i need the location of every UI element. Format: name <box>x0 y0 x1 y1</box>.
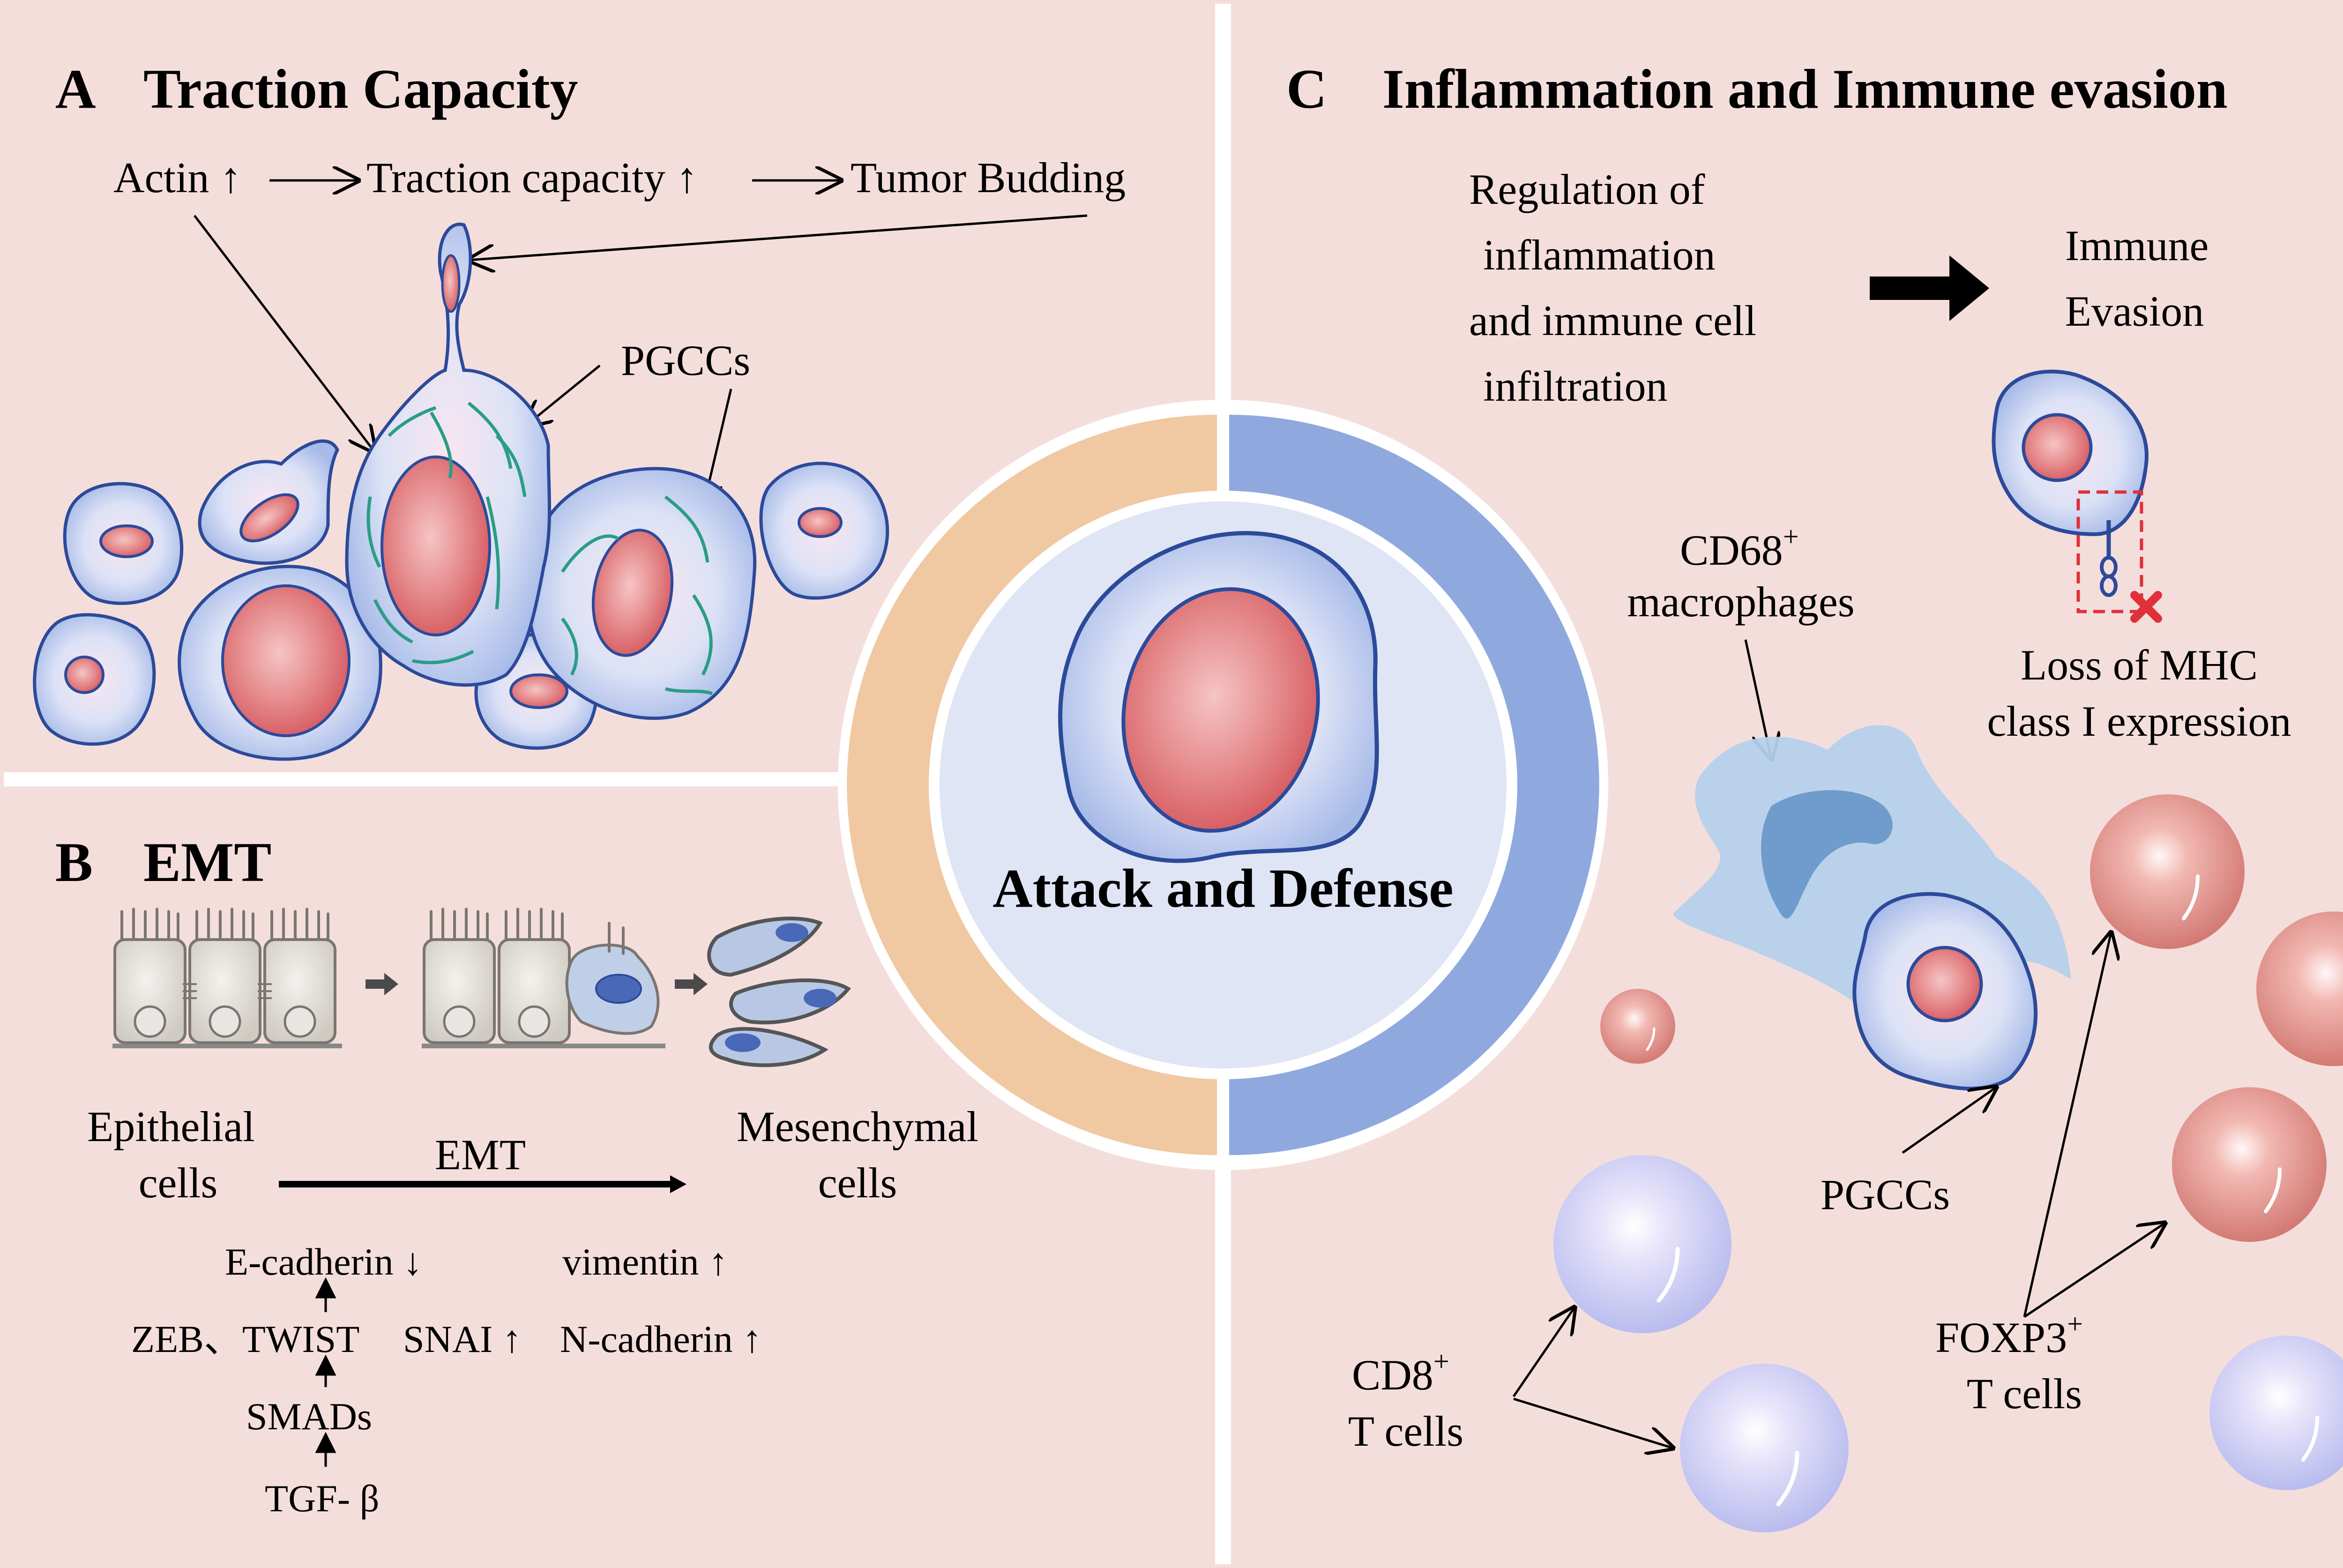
cd8-tcell <box>1680 1364 1849 1532</box>
cd8-arrow-down <box>1513 1397 1673 1448</box>
actin-arrow <box>194 215 375 452</box>
panel-c-title: Inflammation and Immune evasion <box>1382 58 2228 120</box>
flow-budding: Tumor Budding <box>851 154 1126 202</box>
mhc-receptor-icon <box>2100 520 2118 597</box>
center-ring: Attack and Defense <box>838 400 1608 1170</box>
foxp3-arrow-2 <box>2023 1223 2165 1318</box>
pgccs-arrow-c <box>1902 1087 1996 1154</box>
foxp3-tcells-label: T cells <box>1967 1370 2082 1418</box>
mesenchymal-label-1: Mesenchymal <box>737 1103 978 1150</box>
pgccs-label-c: PGCCs <box>1821 1171 1950 1218</box>
pgccs-label-a: PGCCs <box>621 336 750 384</box>
cd8-tcell <box>1553 1155 1731 1333</box>
cd68-label: CD68+ <box>1680 521 1799 574</box>
treg-cell <box>2172 1087 2327 1242</box>
epithelial-label-2: cells <box>139 1159 218 1207</box>
tgf-beta-label: TGF- β <box>265 1477 379 1520</box>
transition-cell-icon <box>422 908 665 1048</box>
regulation-line-2: inflammation <box>1483 231 1716 279</box>
actin-filament <box>366 402 527 665</box>
epithelial-label-1: Epithelial <box>87 1103 255 1150</box>
pgcc-cell <box>527 467 757 720</box>
panel-c: C Inflammation and Immune evasion Regula… <box>1286 58 2343 1532</box>
zeb-twist-label: ZEB、TWIST <box>131 1318 359 1360</box>
cd8-arrow-up <box>1512 1307 1574 1397</box>
immune-evasion-line-1: Immune <box>2065 222 2209 269</box>
panel-c-letter: C <box>1286 58 1327 120</box>
flow-actin: Actin ↑ <box>113 154 241 202</box>
budding-arrow <box>469 214 1088 260</box>
immune-evasion-line-2: Evasion <box>2065 287 2204 335</box>
panel-b: B EMT <box>55 831 978 1520</box>
tumor-cell <box>198 439 339 565</box>
flow-traction: Traction capacity ↑ <box>366 154 698 202</box>
center-nucleus <box>1121 587 1320 833</box>
tumor-cell <box>33 613 156 746</box>
ecadherin-label: E-cadherin ↓ <box>225 1240 422 1283</box>
panel-a: A Traction Capacity Actin ↑ Traction cap… <box>33 58 1126 761</box>
vimentin-label: vimentin ↑ <box>562 1240 728 1283</box>
red-x-icon <box>2130 591 2162 623</box>
center-title: Attack and Defense <box>992 858 1453 919</box>
treg-cell <box>2256 911 2343 1066</box>
panel-b-letter: B <box>55 831 93 893</box>
regulation-line-1: Regulation of <box>1469 165 1705 213</box>
mesenchymal-cell-icon <box>707 917 851 1068</box>
tumor-cell <box>759 462 889 600</box>
loss-mhc-line-1: Loss of MHC <box>2021 641 2258 689</box>
loss-mhc-line-2: class I expression <box>1987 697 2291 745</box>
actin-filament <box>561 495 713 695</box>
treg-cell-small <box>1600 989 1675 1064</box>
foxp3-arrow-1 <box>2023 933 2111 1317</box>
mhc-loss-cell <box>1992 369 2162 623</box>
epithelial-cell-icon <box>112 908 342 1048</box>
tumor-cell <box>63 482 184 605</box>
ncadherin-label: N-cadherin ↑ <box>560 1318 761 1360</box>
tumor-cell <box>178 565 382 761</box>
treg-cell <box>2090 794 2245 949</box>
epi-to-transition-arrow <box>366 973 398 995</box>
macrophages-label: macrophages <box>1627 578 1854 626</box>
emt-arrow-label: EMT <box>435 1131 526 1179</box>
pgcc-cell-budding <box>345 223 551 687</box>
cd8-tcells-label: T cells <box>1348 1407 1463 1455</box>
panel-b-title: EMT <box>143 831 271 893</box>
cd8-tcell <box>2209 1336 2343 1490</box>
mesenchymal-label-2: cells <box>818 1159 897 1207</box>
macrophage-cell <box>1673 725 2071 1091</box>
smads-label: SMADs <box>246 1395 372 1438</box>
snai-label: SNAI ↑ <box>403 1318 522 1360</box>
panel-a-title: Traction Capacity <box>143 58 578 120</box>
regulation-line-4: infiltration <box>1483 362 1667 410</box>
evasion-arrow <box>1870 255 1989 321</box>
cd8-label: CD8+ <box>1352 1346 1449 1399</box>
foxp3-label: FOXP3+ <box>1935 1308 2083 1361</box>
panel-a-letter: A <box>55 58 96 120</box>
regulation-line-3: and immune cell <box>1469 297 1756 344</box>
transition-to-mes-arrow <box>675 973 708 995</box>
